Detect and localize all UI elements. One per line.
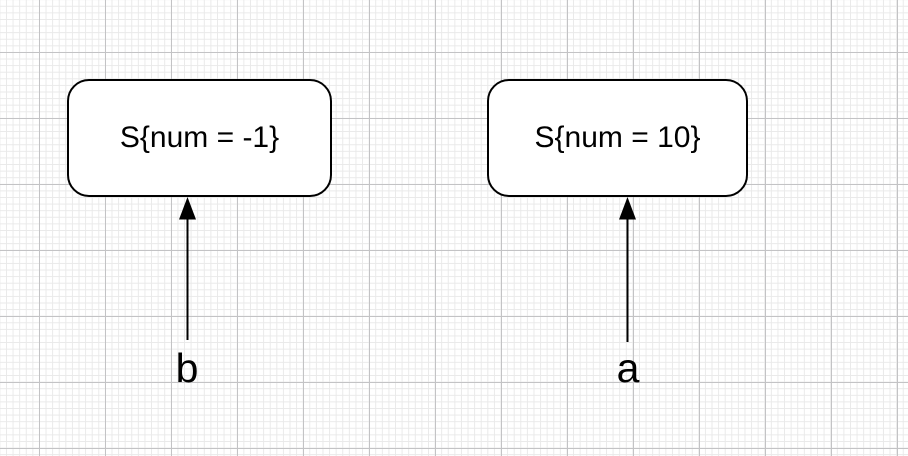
edge-label-a[interactable]: a xyxy=(616,345,640,391)
node-label: S{num = -1} xyxy=(119,121,280,154)
node-label: S{num = 10} xyxy=(534,121,701,154)
edge-label-b[interactable]: b xyxy=(175,345,199,391)
node-s-num-10[interactable]: S{num = 10} xyxy=(487,79,748,197)
arrowhead-up-icon xyxy=(179,197,196,220)
edge-arrow-b[interactable] xyxy=(179,197,196,340)
node-s-num-neg1[interactable]: S{num = -1} xyxy=(67,79,332,197)
edge-arrow-a[interactable] xyxy=(619,197,636,342)
arrowhead-up-icon xyxy=(619,197,636,220)
